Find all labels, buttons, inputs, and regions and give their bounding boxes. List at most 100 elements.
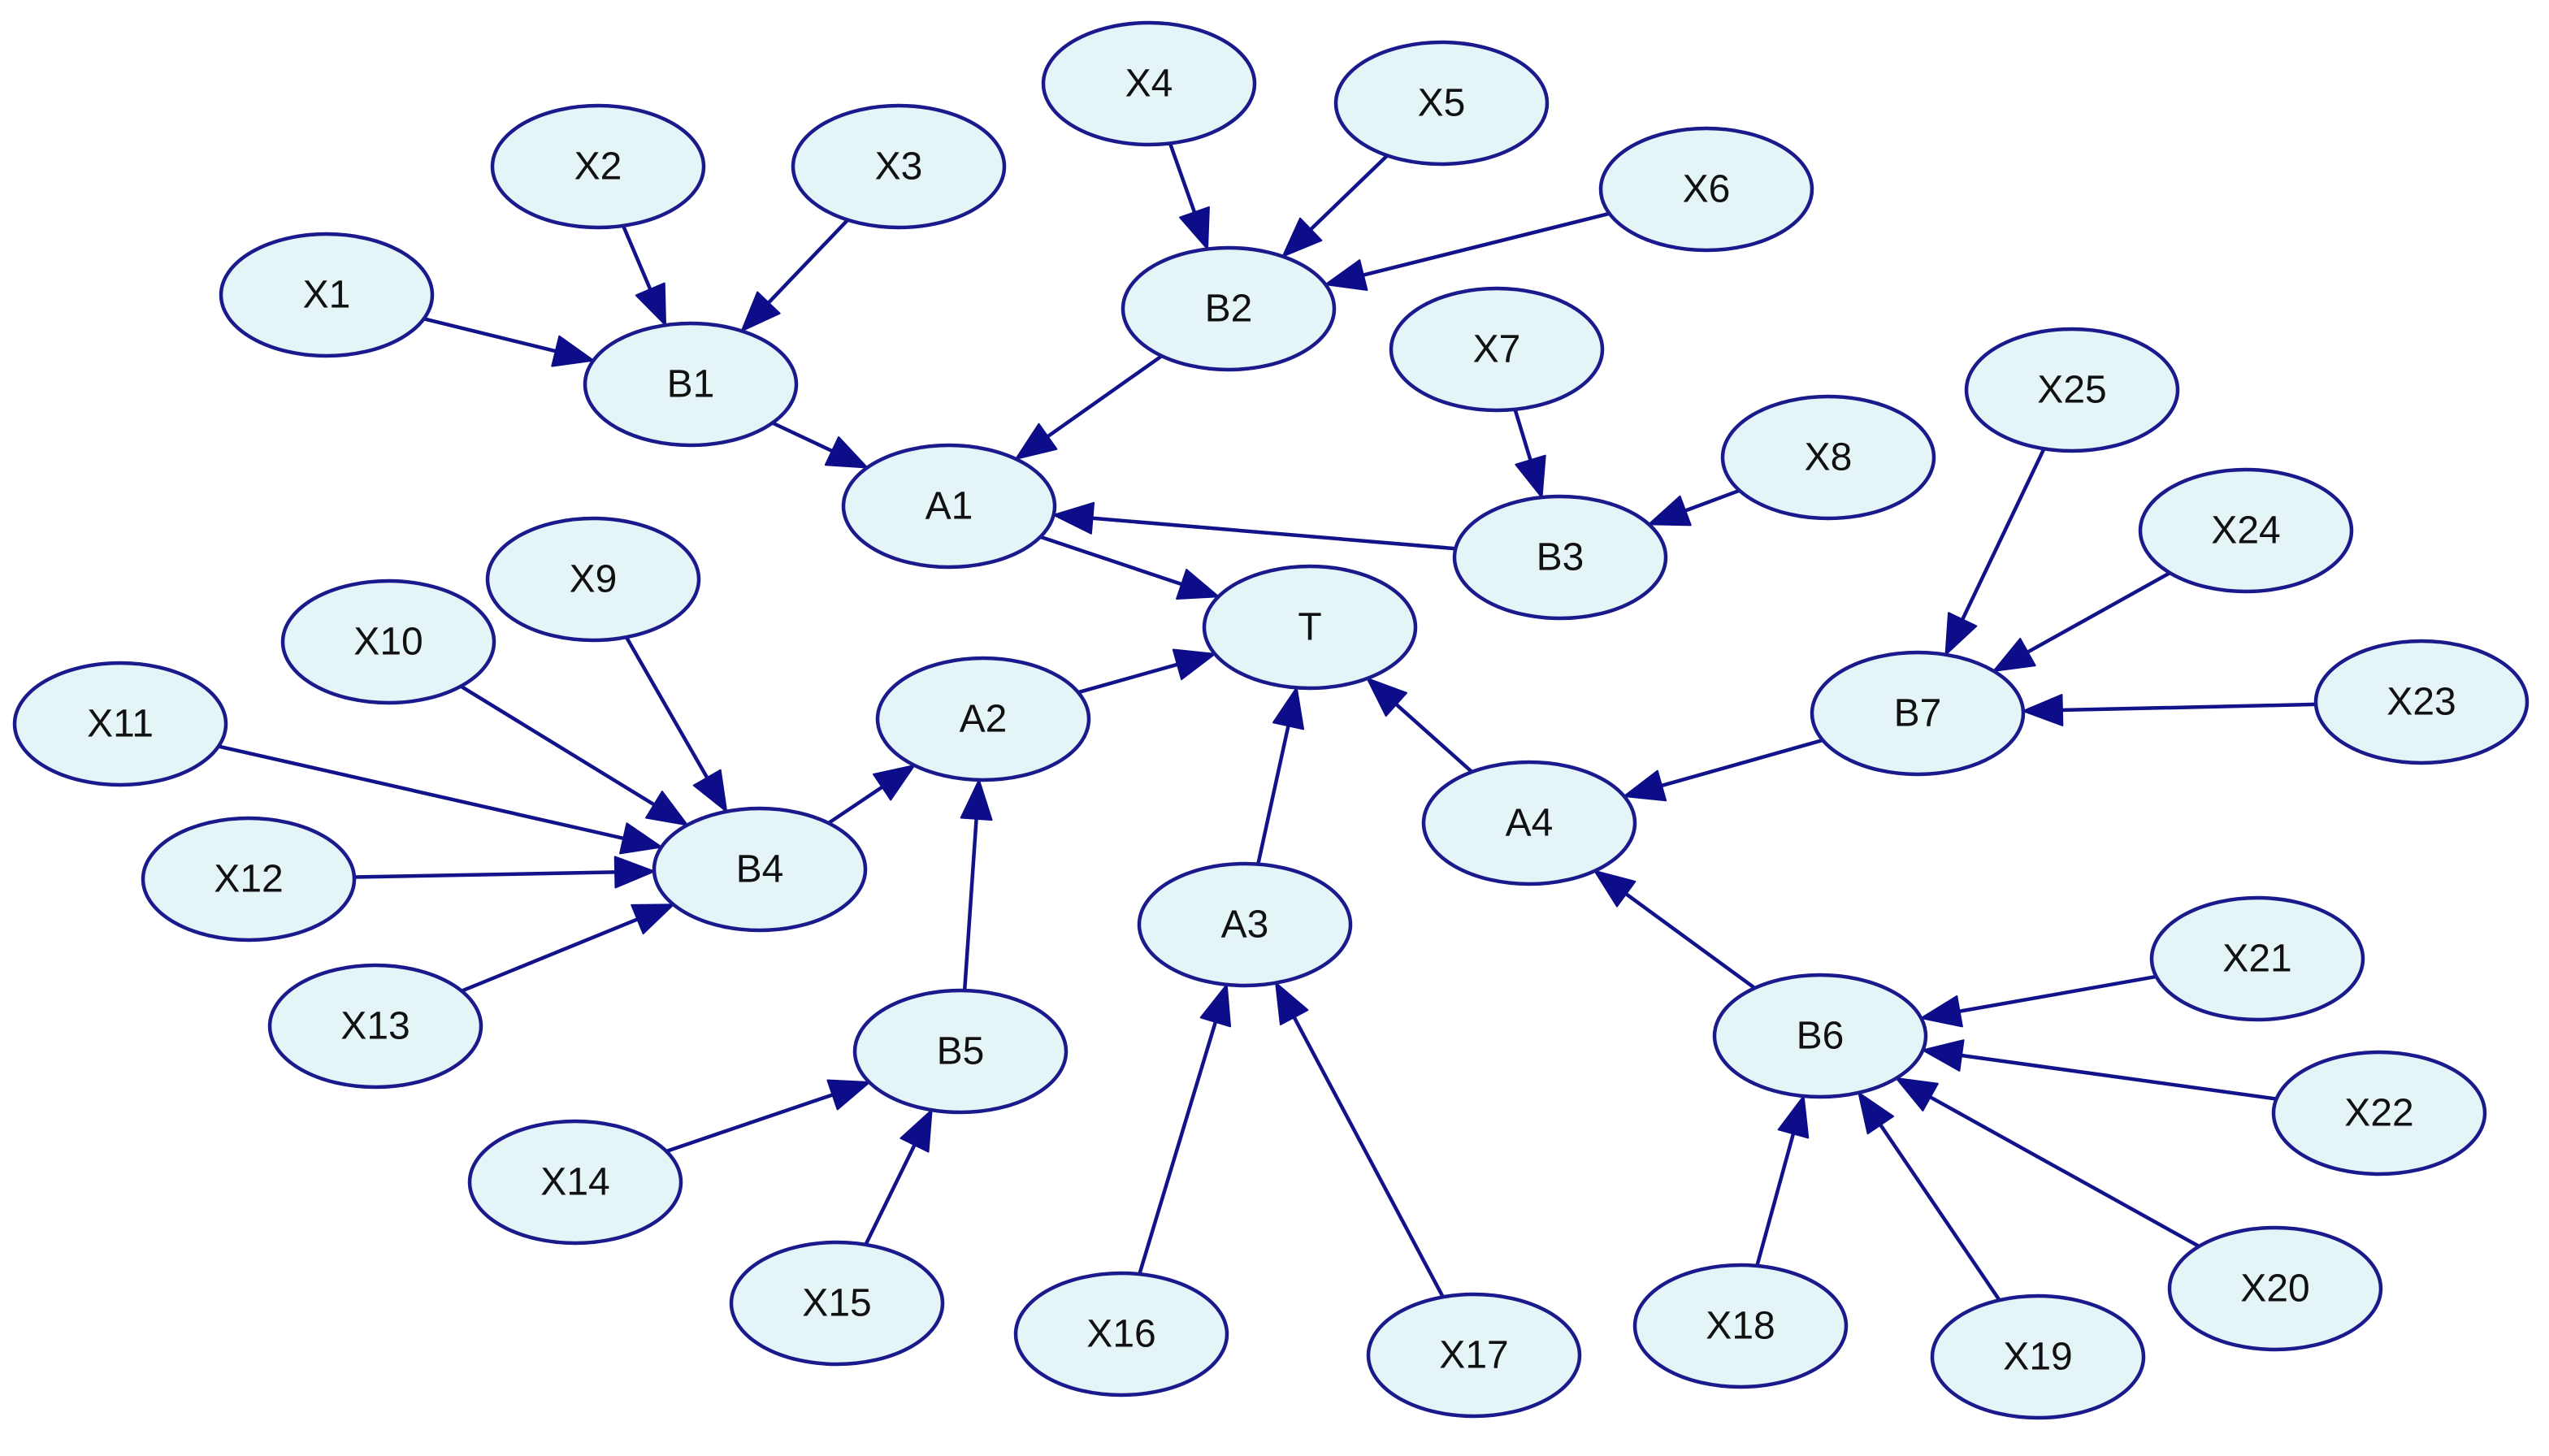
edge-line [1961, 448, 2046, 621]
node-ellipse [2271, 1050, 2487, 1176]
node-ellipse [12, 661, 228, 787]
edge-x6-to-b2 [1324, 211, 1610, 291]
edge-x14-to-b5 [665, 1079, 870, 1154]
edge-x23-to-b7 [2022, 693, 2317, 726]
edge-x1-to-b1 [423, 317, 595, 367]
node-label: B7 [1894, 692, 1942, 735]
edge-line [2027, 571, 2171, 654]
edge-line [1256, 725, 1290, 865]
node-label: X1 [303, 274, 351, 317]
node-ellipse [841, 443, 1057, 570]
edge-x16-to-a3 [1138, 983, 1232, 1275]
node-ellipse [1632, 1263, 1849, 1389]
edge-x9-to-b4 [624, 636, 728, 812]
node-label: A2 [960, 698, 1008, 741]
node-ellipse [1720, 394, 1936, 521]
node-label: X11 [87, 703, 154, 746]
arrowhead [635, 282, 667, 327]
arrowhead [1593, 869, 1636, 908]
edge-b4-to-a2 [827, 764, 916, 825]
node-x12: X12 [141, 816, 357, 942]
node-ellipse [1366, 1292, 1582, 1419]
edge-line [461, 917, 639, 993]
node-b7: B7 [1810, 650, 2026, 777]
node-x5: X5 [1333, 40, 1550, 167]
node-x11: X11 [12, 661, 228, 787]
node-ellipse [875, 656, 1091, 782]
edge-x22-to-b6 [1922, 1039, 2277, 1101]
node-b4: B4 [652, 806, 868, 933]
edge-a4-to-t [1366, 677, 1473, 774]
edge-x5-to-b2 [1281, 154, 1389, 258]
edge-a1-to-t [1039, 535, 1220, 600]
arrowhead [2022, 693, 2064, 726]
edge-x25-to-b7 [1944, 448, 2046, 656]
node-x19: X19 [1930, 1294, 2146, 1420]
node-ellipse [1333, 40, 1550, 167]
node-x1: X1 [219, 232, 435, 358]
arrowhead [1515, 454, 1546, 499]
arrowhead [1858, 1091, 1895, 1135]
arrowhead [645, 791, 688, 826]
edge-line [665, 1093, 834, 1154]
node-label: X24 [2211, 509, 2280, 552]
node-x8: X8 [1720, 394, 1936, 521]
node-label: X7 [1473, 328, 1521, 371]
arrowhead [1366, 677, 1408, 717]
node-x16: X16 [1013, 1271, 1229, 1398]
node-x23: X23 [2313, 639, 2529, 765]
node-ellipse [1137, 861, 1353, 988]
edge-line [1513, 409, 1532, 461]
arrowhead [900, 1109, 933, 1153]
node-label: X10 [353, 621, 423, 664]
node-ellipse [583, 321, 799, 448]
node-ellipse [2313, 639, 2529, 765]
edge-line [1292, 1016, 1445, 1298]
node-label: A3 [1221, 904, 1269, 947]
node-x2: X2 [490, 103, 706, 230]
edge-x10-to-b4 [459, 684, 688, 826]
node-label: X19 [2003, 1336, 2072, 1379]
node-label: X23 [2386, 681, 2456, 724]
node-ellipse [1421, 760, 1637, 886]
node-x3: X3 [791, 103, 1007, 230]
edge-line [1077, 662, 1178, 695]
arrowhead [1648, 495, 1692, 526]
arrowhead [551, 335, 595, 367]
node-label: T [1298, 606, 1321, 649]
node-ellipse [1964, 327, 2180, 453]
edge-b3-to-a1 [1052, 501, 1456, 551]
node-ellipse [2149, 895, 2365, 1022]
edge-line [1363, 211, 1610, 277]
node-ellipse [1810, 650, 2026, 777]
edge-line [1929, 1095, 2200, 1248]
edge-line [827, 785, 883, 825]
edge-line [864, 1144, 917, 1246]
node-ellipse [652, 806, 868, 933]
edge-line [218, 744, 624, 841]
node-ellipse [791, 103, 1007, 230]
node-label: B3 [1537, 536, 1584, 579]
edge-x13-to-b4 [461, 904, 674, 993]
arrowhead [1199, 983, 1232, 1028]
node-ellipse [141, 816, 357, 942]
node-x7: X7 [1389, 286, 1605, 413]
node-ellipse [485, 516, 701, 643]
edge-line [1047, 354, 1164, 439]
node-label: B2 [1205, 288, 1253, 331]
edge-x7-to-b3 [1513, 409, 1546, 499]
edge-x18-to-b6 [1755, 1095, 1810, 1267]
node-label: X2 [574, 145, 622, 188]
edge-x4-to-b2 [1168, 142, 1210, 250]
edge-line [1755, 1133, 1796, 1267]
edge-x24-to-b7 [1992, 571, 2171, 672]
node-x18: X18 [1632, 1263, 1849, 1389]
node-label: A1 [926, 485, 973, 528]
edge-line [1879, 1124, 2001, 1302]
edge-x19-to-b6 [1858, 1091, 2001, 1302]
arrowhead [613, 856, 656, 889]
edge-line [1961, 1053, 2277, 1101]
node-label: X22 [2344, 1092, 2413, 1135]
node-ellipse [2138, 467, 2354, 594]
arrowhead [872, 764, 916, 801]
